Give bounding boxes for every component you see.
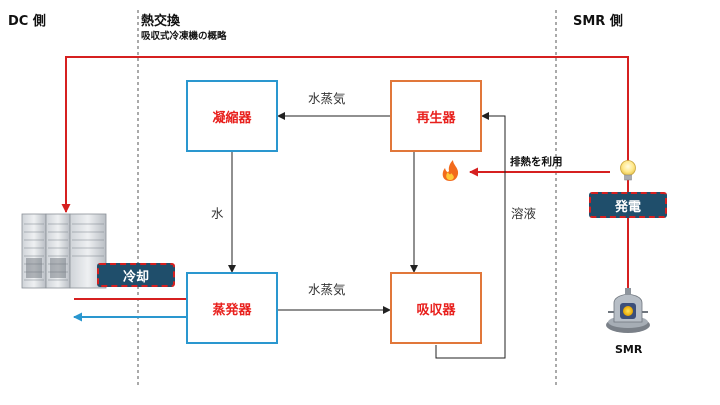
- cooling-badge-label: 冷却: [122, 269, 149, 285]
- regenerator-box: 再生器: [390, 80, 482, 152]
- absorber-box: 吸収器: [390, 272, 482, 344]
- cooling-badge: 冷却: [97, 263, 175, 287]
- waste-heat-label: 排熱を利用: [510, 156, 563, 168]
- dc-side-label: DC 側: [8, 14, 46, 29]
- condenser-label: 凝縮器: [212, 110, 252, 126]
- reactor-icon: [606, 288, 650, 333]
- heat-exchange-subtitle: 吸収式冷凍機の概略: [141, 31, 227, 42]
- smr-side-label: SMR 側: [573, 14, 623, 29]
- evaporator-box: 蒸発器: [186, 272, 278, 344]
- solution-label: 溶液: [511, 206, 537, 221]
- power-badge-label: 発電: [614, 199, 641, 215]
- power-supply-line: [61, 56, 629, 213]
- condenser-box: 凝縮器: [186, 80, 278, 152]
- flame-icon: [442, 160, 459, 181]
- solution-loop-arrow: [435, 112, 506, 359]
- power-badge: 発電: [589, 192, 667, 218]
- heat-exchange-label: 熱交換: [141, 14, 181, 29]
- regenerator-label: 再生器: [416, 110, 456, 126]
- smr-reactor-label: SMR: [615, 343, 643, 356]
- evaporator-label: 蒸発器: [212, 302, 252, 318]
- steam-top-label: 水蒸気: [308, 91, 346, 106]
- server-rack-icon: [21, 213, 107, 289]
- steam-bottom-label: 水蒸気: [308, 282, 346, 297]
- water-label: 水: [211, 206, 224, 221]
- lightbulb-icon: [620, 160, 636, 181]
- absorber-label: 吸収器: [416, 302, 456, 318]
